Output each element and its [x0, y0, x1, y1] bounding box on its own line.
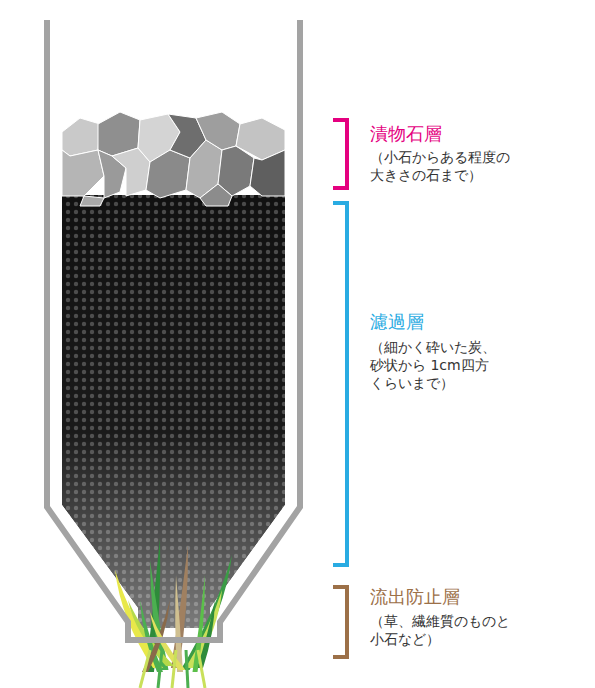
container-outline [47, 20, 300, 640]
grass-layer [115, 538, 232, 688]
outflow-bracket [333, 587, 347, 657]
stone-bracket [333, 120, 347, 188]
filter-media [62, 112, 285, 628]
layer-title: 流出防止層 [370, 585, 460, 608]
grass-stem [198, 650, 205, 688]
layer-note: （草、繊維質のものと 小石など） [370, 612, 535, 648]
grass-stem [172, 650, 176, 688]
layer-title: 濾過層 [370, 310, 424, 333]
charcoal-shading [62, 195, 285, 628]
grass-stem [158, 650, 162, 688]
layer-note: （細かく砕いた炭、 砂状から 1cm四方 くらいまで） [370, 338, 535, 393]
layer-title: 漬物石層 [370, 122, 442, 145]
grass-stem [186, 650, 188, 688]
filter-bracket [333, 203, 347, 565]
stone-layer [62, 112, 285, 206]
layer-note: （小石からある程度の 大きさの石まで） [370, 148, 535, 184]
charcoal-layer [62, 195, 285, 628]
grass-stem [140, 650, 150, 688]
